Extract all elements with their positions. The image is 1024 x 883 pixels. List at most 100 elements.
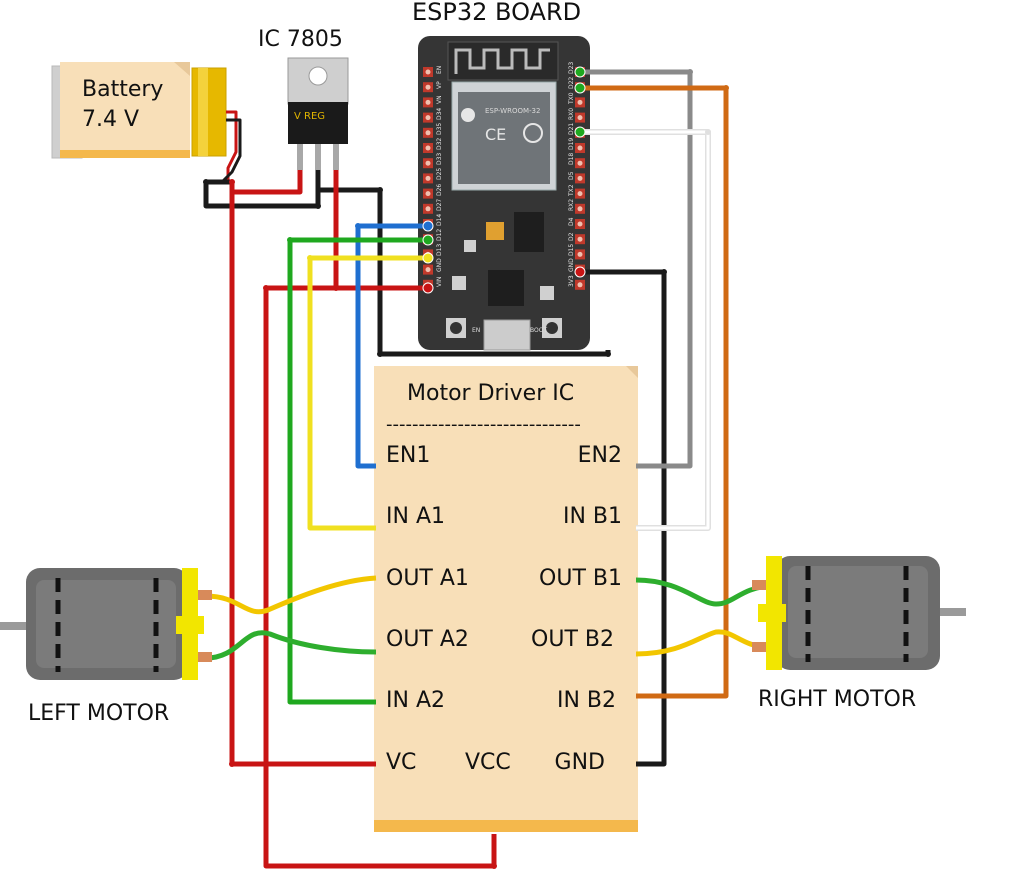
esp32-board: ESP32 BOARD ESP-WROOM-32 CE EN BOOT EN V… [412, 0, 590, 351]
esp32-pin-hole [425, 206, 431, 212]
power-wire-battery-to-vc [229, 182, 376, 767]
pin-out-b1: OUT B1 [539, 566, 622, 591]
esp32-pin-hole [577, 236, 583, 242]
esp32-pin-label-right-9: TX2 [568, 184, 575, 197]
esp32-pin-label-right-6: D19 [568, 138, 575, 150]
esp32-pin-label-left-1: EN [436, 66, 443, 74]
esp32-pin-hole [425, 145, 431, 151]
pin-out-a2: OUT A2 [386, 627, 469, 652]
esp32-pin-hole [425, 160, 431, 166]
esp32-pin-label-right-7: D18 [568, 153, 575, 165]
left-motor: LEFT MOTOR [0, 568, 212, 726]
pin-out-a1: OUT A1 [386, 566, 469, 591]
right-motor: RIGHT MOTOR [752, 556, 966, 712]
esp32-pin-label-right-12: D2 [568, 232, 575, 241]
motor-driver-ic: Motor Driver IC ------------------------… [374, 366, 638, 832]
esp32-pin-label-left-4: D34 [436, 108, 443, 120]
power-wire-regulator-in [232, 170, 303, 195]
battery-negative-lead [220, 118, 242, 184]
battery: Battery 7.4 V [51, 62, 227, 159]
signal-wire-in-b2 [580, 85, 729, 699]
esp32-pin-label-left-5: D35 [436, 123, 443, 135]
esp32-pin-label-left-14: GND [436, 258, 443, 272]
power-wire-vcc [263, 285, 497, 869]
esp32-pin-label-left-11: D14 [436, 214, 443, 226]
esp32-pin-label-left-10: D27 [436, 199, 443, 211]
pin-in-a2: IN A2 [386, 688, 445, 713]
esp32-pin-label-right-1: D23 [568, 62, 575, 74]
esp32-boot-button-label: BOOT [530, 327, 547, 334]
ground-wire-esp-right [582, 269, 667, 767]
esp32-pin-hole [577, 206, 583, 212]
pin-vcc: VCC [465, 750, 511, 775]
esp32-pin-hole [425, 130, 431, 136]
esp32-pin-hole [577, 145, 583, 151]
pin-in-b2: IN B2 [557, 688, 616, 713]
esp32-pin-hole [425, 84, 431, 90]
driver-divider: ------------------------------ [386, 414, 581, 435]
esp32-pin-label-left-7: D33 [436, 153, 443, 165]
esp32-pin-hole [577, 191, 583, 197]
esp32-pin-hole [577, 160, 583, 166]
esp32-pin-hole [425, 175, 431, 181]
esp32-pin-hole [577, 282, 583, 288]
esp32-pin-hole [577, 115, 583, 121]
esp32-pin-label-left-9: D26 [436, 184, 443, 196]
esp32-pin-label-right-2: D22 [568, 77, 575, 89]
regulator-title: IC 7805 [258, 27, 343, 52]
esp32-pin-label-left-6: D32 [436, 138, 443, 150]
pin-vc: VC [386, 750, 416, 775]
right-motor-label: RIGHT MOTOR [758, 687, 916, 712]
esp32-title: ESP32 BOARD [412, 0, 581, 26]
driver-title: Motor Driver IC [407, 381, 574, 406]
left-motor-lead-a1 [205, 575, 377, 615]
esp32-pin-label-right-15: 3V3 [568, 275, 575, 287]
esp32-pin-hole [425, 115, 431, 121]
esp32-connected-pins [422, 66, 586, 294]
esp32-module-label: ESP-WROOM-32 [485, 107, 540, 115]
esp32-pin-label-left-2: VP [436, 81, 443, 89]
pin-gnd: GND [555, 750, 605, 775]
esp32-pin-label-right-3: TX0 [568, 92, 575, 105]
esp32-pin-label-left-13: D13 [436, 244, 443, 256]
esp32-pin-label-right-5: D21 [568, 123, 575, 135]
esp32-pin-label-left-15: VIN [436, 277, 443, 287]
esp32-pin-hole [425, 99, 431, 105]
left-motor-lead-a2 [205, 630, 377, 661]
svg-text:CE: CE [485, 125, 506, 144]
left-motor-label: LEFT MOTOR [28, 701, 169, 726]
pin-in-a1: IN A1 [386, 504, 445, 529]
esp32-pin-label-right-14: GND [568, 258, 575, 272]
esp32-pin-hole [425, 191, 431, 197]
signal-wire-in-a2 [287, 237, 428, 705]
signal-wire-in-a1 [307, 255, 428, 531]
esp32-pin-label-left-12: D12 [436, 229, 443, 241]
battery-label: Battery [82, 77, 163, 102]
esp32-pin-label-right-13: D15 [568, 244, 575, 256]
battery-voltage: 7.4 V [82, 107, 139, 132]
voltage-regulator-7805: IC 7805 V REG [258, 27, 349, 170]
battery-positive-lead [226, 110, 238, 182]
esp32-pin-hole [577, 251, 583, 257]
pin-en2: EN2 [578, 443, 622, 468]
pin-en1: EN1 [386, 443, 430, 468]
esp32-pin-label-right-8: D5 [568, 171, 575, 180]
esp32-pin-label-right-11: D4 [568, 217, 575, 226]
signal-wire-en1 [355, 223, 428, 469]
esp32-en-button-label: EN [472, 327, 480, 334]
wires [203, 69, 771, 869]
esp32-pin-hole [577, 175, 583, 181]
right-motor-lead-b2 [635, 629, 771, 657]
pin-in-b1: IN B1 [563, 504, 622, 529]
pin-out-b2: OUT B2 [531, 627, 614, 652]
esp32-pin-hole [425, 267, 431, 273]
esp32-pin-label-right-4: RX0 [568, 108, 575, 120]
esp32-pin-hole [425, 69, 431, 75]
esp32-pin-label-right-10: RX2 [568, 199, 575, 211]
esp32-pin-label-left-3: VN [436, 95, 443, 104]
signal-wire-en2 [580, 69, 693, 469]
esp32-pin-hole [577, 221, 583, 227]
right-motor-lead-b1 [635, 577, 771, 607]
esp32-pin-hole [577, 99, 583, 105]
